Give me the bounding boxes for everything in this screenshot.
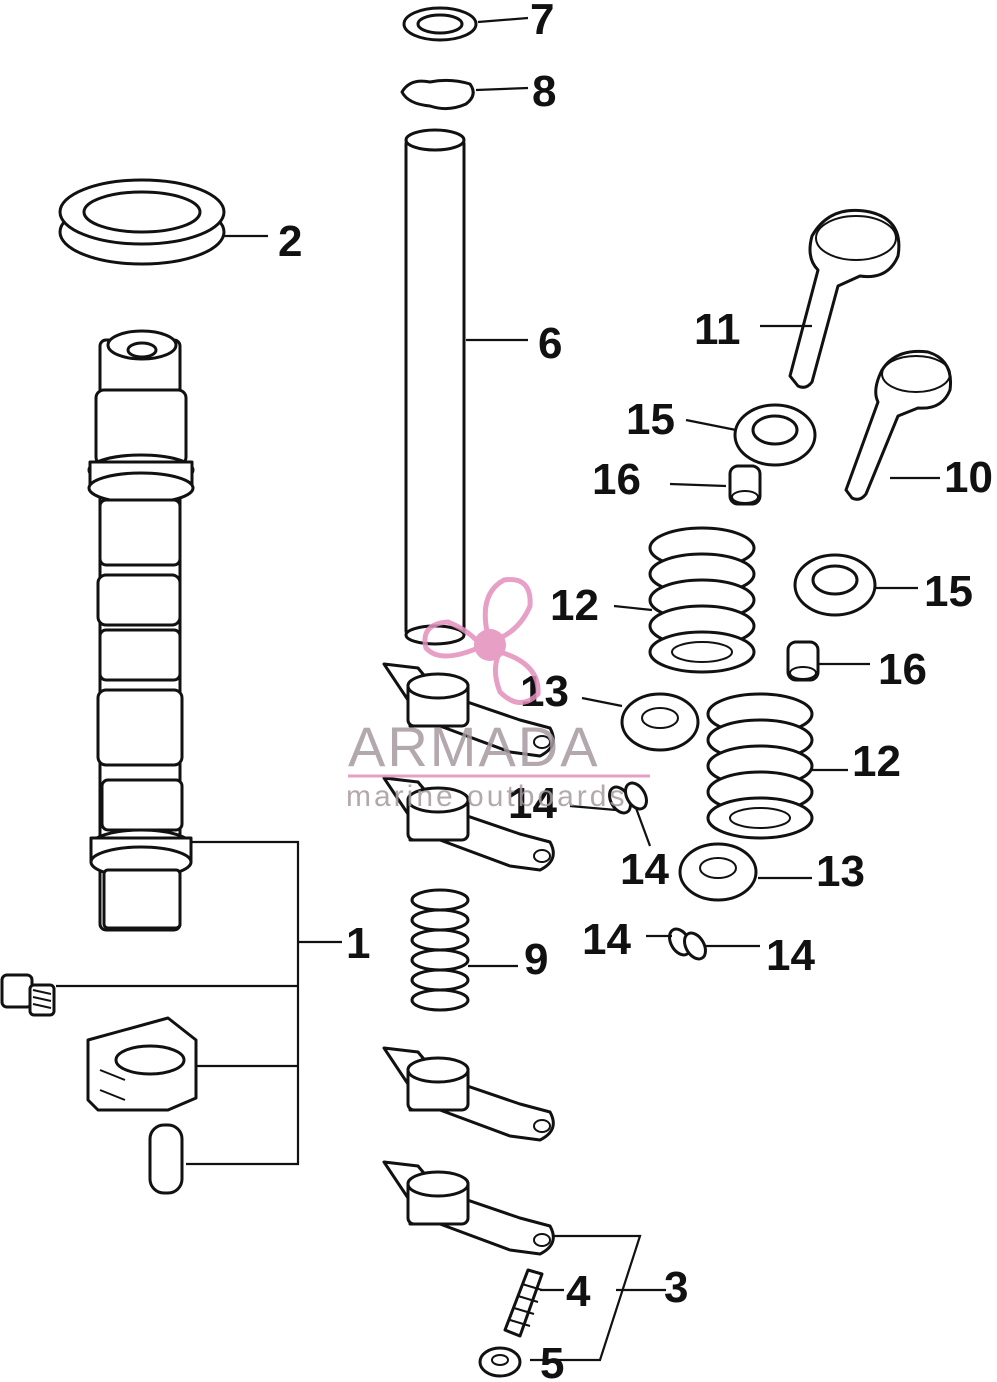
callout-2: 2 [278,217,302,266]
watermark-tagline: marine outboards [346,780,627,813]
lock-nut [478,1346,522,1378]
callout-14d: 14 [766,931,815,980]
rocker-arm [382,776,555,872]
adjusting-screw [503,1268,544,1338]
rocker-shaft [404,128,466,646]
valve-cotter [668,927,707,961]
spring-retainer [620,692,700,752]
camshaft-bracket [86,1016,198,1112]
rocker-arm [382,1160,555,1256]
callout-15a: 15 [626,395,675,444]
callout-7: 7 [530,0,554,44]
leader-lines [56,16,940,1362]
valve-cap [728,464,762,506]
exhaust-valve [788,208,901,389]
camshaft-bolt [0,973,56,1017]
gasket [400,78,475,111]
valve-seal [793,553,877,617]
callout-1: 1 [346,919,370,968]
callout-12b: 12 [852,737,901,786]
callout-14c: 14 [582,915,631,964]
callout-15b: 15 [924,567,973,616]
camshaft-pin [148,1123,184,1195]
callout-16b: 16 [878,645,927,694]
spring-retainer [678,842,758,902]
callout-13a: 13 [520,667,569,716]
valve-cotter [608,781,648,815]
valve-cap [786,640,820,682]
callout-10: 10 [944,453,993,502]
callout-6: 6 [538,319,562,368]
callout-11: 11 [694,305,741,354]
propeller-icon [422,577,541,705]
callout-3: 3 [664,1263,688,1312]
o-ring [402,6,478,42]
watermark-brand: ARMADA [348,715,600,778]
rocker-arm [382,1046,555,1142]
callout-14a: 14 [508,779,557,828]
intake-valve [844,349,953,501]
watermark: ARMADA marine outboards [346,577,650,813]
oil-seal [58,178,226,266]
callout-16a: 16 [592,455,641,504]
callout-8: 8 [532,67,556,116]
callout-5: 5 [540,1339,564,1382]
callout-12a: 12 [550,581,599,630]
callout-14b: 14 [620,845,669,894]
rocker-arm [382,662,555,758]
callout-4: 4 [566,1267,591,1316]
callout-9: 9 [524,935,548,984]
callout-13b: 13 [816,847,865,896]
valve-spring [648,526,756,674]
camshaft [87,329,195,932]
valve-seal [733,403,817,467]
rocker-spring [410,888,470,1012]
valve-spring [706,692,814,840]
